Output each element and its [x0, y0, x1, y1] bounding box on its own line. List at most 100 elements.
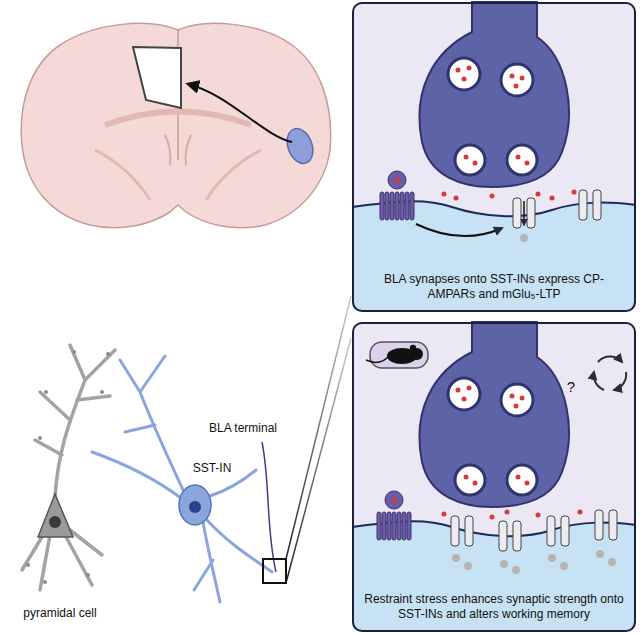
spine — [26, 563, 30, 567]
synapse-stress — [352, 322, 636, 632]
spine — [38, 436, 42, 440]
flux-arrow — [523, 201, 525, 225]
molecule — [490, 515, 495, 520]
glutamate — [398, 66, 577, 201]
soma — [179, 485, 211, 525]
molecule — [467, 386, 472, 391]
molecule — [516, 155, 521, 160]
cycle-arrow — [614, 372, 626, 390]
ion — [512, 566, 520, 574]
molecule — [456, 68, 461, 73]
ion — [500, 560, 508, 568]
molecule — [536, 192, 541, 197]
signal-arrow — [416, 224, 502, 236]
subunit — [561, 516, 569, 546]
molecule — [516, 475, 521, 480]
spine — [44, 390, 48, 394]
molecule — [514, 404, 519, 409]
brain-section — [21, 23, 330, 227]
zoom-line — [286, 296, 351, 559]
helix — [385, 192, 389, 220]
helix — [410, 192, 414, 220]
molecule — [536, 513, 541, 518]
vesicles — [448, 378, 537, 495]
helix — [402, 512, 406, 540]
sst-interneuron — [92, 356, 272, 602]
restraint-tube — [370, 342, 428, 368]
molecule — [572, 190, 577, 195]
ampa-receptor — [499, 521, 521, 551]
receptor-domain — [388, 171, 406, 189]
ion — [608, 558, 616, 566]
molecule — [395, 178, 400, 183]
receptor-domain — [385, 491, 403, 509]
helix — [405, 192, 409, 220]
vesicle — [455, 145, 485, 175]
nucleus — [49, 516, 61, 528]
ampa-receptors — [451, 510, 617, 551]
zoom-box — [263, 559, 286, 583]
vesicles — [448, 58, 537, 175]
molecule — [514, 84, 519, 89]
molecule — [464, 475, 469, 480]
helix — [400, 192, 404, 220]
dendrite — [92, 356, 272, 602]
apical-dendrite — [35, 345, 115, 497]
helix — [395, 192, 399, 220]
vesicle — [507, 465, 537, 495]
molecule — [490, 194, 495, 199]
subunit — [593, 190, 601, 220]
molecule — [510, 74, 515, 79]
basal-dendrite — [22, 530, 102, 590]
part-label: BLA terminal — [209, 421, 277, 435]
spines — [26, 350, 110, 584]
molecule — [464, 155, 469, 160]
helix — [392, 512, 396, 540]
molecule — [456, 388, 461, 393]
ions — [452, 550, 616, 574]
helix — [397, 512, 401, 540]
projection-arrow — [188, 84, 292, 142]
subunit — [579, 190, 587, 220]
mouse-ear — [410, 345, 416, 351]
molecule — [505, 510, 510, 515]
ampa-receptor — [513, 198, 535, 228]
molecule — [525, 481, 530, 486]
helix — [390, 192, 394, 220]
subunit — [547, 516, 555, 546]
synapse-baseline — [352, 2, 636, 312]
part-label: ? — [567, 378, 575, 396]
ion — [596, 550, 604, 558]
pfc-region — [133, 47, 181, 108]
spine — [43, 580, 47, 584]
ion — [452, 554, 460, 562]
brain-structure — [206, 150, 261, 200]
ampa-receptor — [547, 516, 569, 546]
ampa-receptor — [579, 190, 601, 220]
panel-box: Restraint stress enhances synaptic stren… — [352, 322, 636, 632]
ion — [548, 554, 556, 562]
brain-structure — [95, 150, 150, 200]
molecule — [578, 510, 583, 515]
bla-region — [283, 125, 318, 167]
helix — [382, 512, 386, 540]
panel-box: BLA synapses onto SST-INs express CP-AMP… — [352, 2, 636, 312]
pyramidal-cell — [22, 345, 115, 590]
presynaptic-terminal — [419, 2, 568, 187]
nucleus — [189, 501, 201, 513]
ion — [520, 234, 528, 242]
glutamate — [392, 386, 583, 522]
spine — [86, 573, 90, 577]
molecule — [442, 512, 447, 517]
subunit — [527, 198, 535, 228]
molecule — [473, 481, 478, 486]
molecule — [392, 498, 397, 503]
corpus-callosum — [105, 112, 251, 126]
brain-outline — [21, 23, 330, 227]
ion — [464, 562, 472, 570]
molecule — [473, 161, 478, 166]
cycle-arrow — [594, 372, 604, 390]
